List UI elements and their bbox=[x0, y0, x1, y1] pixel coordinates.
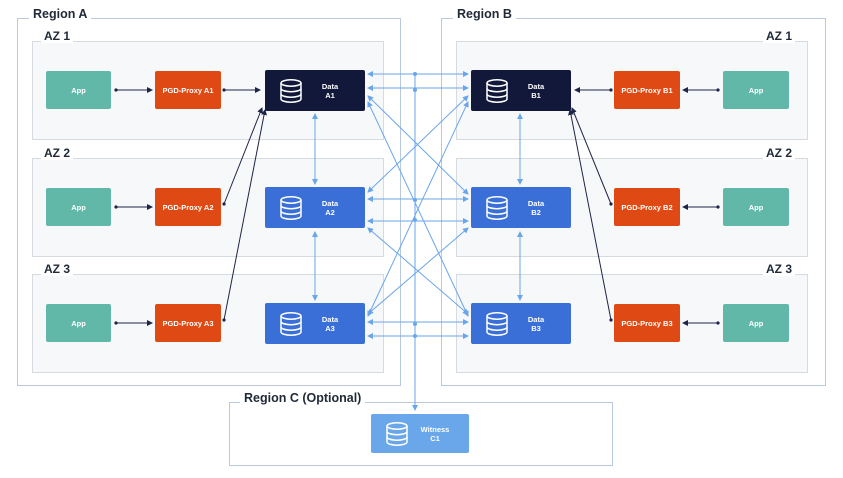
proxy-a2: PGD-Proxy A2 bbox=[155, 188, 221, 226]
proxy-b2: PGD-Proxy B2 bbox=[614, 188, 680, 226]
proxy-a3: PGD-Proxy A3 bbox=[155, 304, 221, 342]
region-a-title: Region A bbox=[29, 7, 92, 21]
app-b2: App bbox=[723, 188, 789, 226]
app-b3: App bbox=[723, 304, 789, 342]
database-icon bbox=[280, 311, 302, 336]
az-b2-title: AZ 2 bbox=[763, 147, 796, 160]
backbone-junction-6 bbox=[413, 334, 417, 338]
backbone-junction-3 bbox=[413, 198, 417, 202]
region-b-title: Region B bbox=[453, 7, 516, 21]
database-icon bbox=[486, 311, 508, 336]
backbone-junction-5 bbox=[413, 322, 417, 326]
backbone-junction-4 bbox=[413, 218, 417, 222]
region-c-title: Region C (Optional) bbox=[240, 391, 366, 405]
az-a1-title: AZ 1 bbox=[41, 30, 74, 43]
app-a1: App bbox=[46, 71, 111, 109]
app-b1: App bbox=[723, 71, 789, 109]
az-b3-title: AZ 3 bbox=[763, 263, 796, 276]
database-icon bbox=[280, 195, 302, 220]
database-icon bbox=[280, 78, 302, 103]
app-a2: App bbox=[46, 188, 111, 226]
database-icon bbox=[486, 78, 508, 103]
az-a2-title: AZ 2 bbox=[41, 147, 74, 160]
proxy-a1: PGD-Proxy A1 bbox=[155, 71, 221, 109]
az-b1-title: AZ 1 bbox=[763, 30, 796, 43]
database-icon bbox=[486, 195, 508, 220]
backbone-junction-1 bbox=[413, 72, 417, 76]
proxy-b1: PGD-Proxy B1 bbox=[614, 71, 680, 109]
database-icon bbox=[386, 421, 408, 446]
proxy-b3: PGD-Proxy B3 bbox=[614, 304, 680, 342]
backbone-junction-2 bbox=[413, 88, 417, 92]
az-a3-title: AZ 3 bbox=[41, 263, 74, 276]
app-a3: App bbox=[46, 304, 111, 342]
